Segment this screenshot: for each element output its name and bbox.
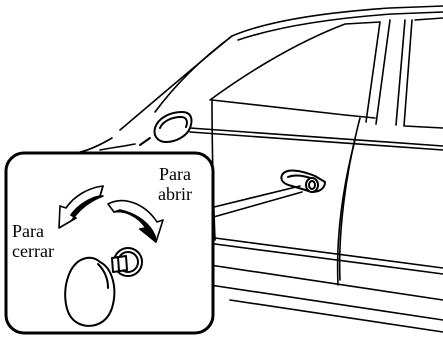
side-mirror xyxy=(140,112,191,145)
close-label-line-2: cerrar xyxy=(12,241,54,261)
close-label-line-1: Para xyxy=(12,221,54,241)
open-label-line-1: Para xyxy=(158,164,192,184)
close-label: Para cerrar xyxy=(12,221,54,261)
open-label-line-2: abrir xyxy=(158,184,192,204)
callout-lines xyxy=(210,186,302,218)
open-label: Para abrir xyxy=(158,164,192,204)
